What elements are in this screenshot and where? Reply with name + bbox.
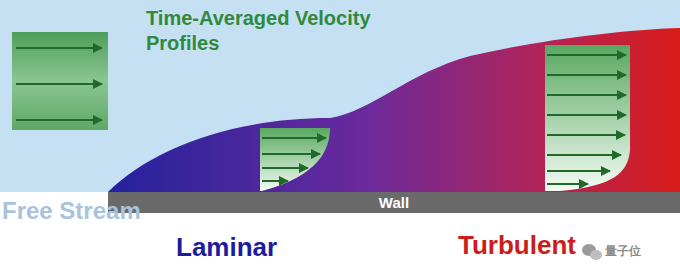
- velocity-arrow: [547, 74, 626, 76]
- velocity-arrow: [547, 94, 626, 96]
- profile-box: [260, 128, 330, 191]
- velocity-arrow: [547, 170, 610, 172]
- chat-bubble: [590, 250, 602, 260]
- velocity-arrow: [262, 153, 320, 155]
- velocity-arrow: [547, 183, 588, 185]
- velocity-arrow: [262, 180, 288, 182]
- watermark-icon: [582, 244, 602, 260]
- free-stream-label: Free Stream: [2, 196, 142, 226]
- velocity-arrow: [16, 47, 102, 49]
- velocity-arrow: [547, 134, 625, 136]
- wall-label: Wall: [379, 195, 409, 210]
- velocity-arrow: [547, 54, 626, 56]
- turbulent-profile: [545, 45, 630, 191]
- profile-box: [545, 45, 630, 191]
- velocity-arrow: [547, 114, 626, 116]
- wall-bar: Wall: [108, 192, 680, 213]
- profile-box: [12, 32, 108, 130]
- velocity-arrow: [547, 154, 621, 156]
- diagram-title: Time-Averaged Velocity Profiles: [146, 6, 376, 56]
- velocity-arrow: [262, 137, 326, 139]
- laminar-label: Laminar: [176, 232, 277, 263]
- free-stream-profile: [12, 32, 108, 130]
- watermark: 量子位: [605, 243, 641, 260]
- velocity-arrow: [16, 83, 102, 85]
- laminar-profile: [260, 128, 330, 191]
- velocity-arrow: [16, 119, 102, 121]
- turbulent-label: Turbulent: [458, 230, 576, 261]
- sky-ground: [0, 0, 680, 192]
- velocity-arrow: [262, 167, 308, 169]
